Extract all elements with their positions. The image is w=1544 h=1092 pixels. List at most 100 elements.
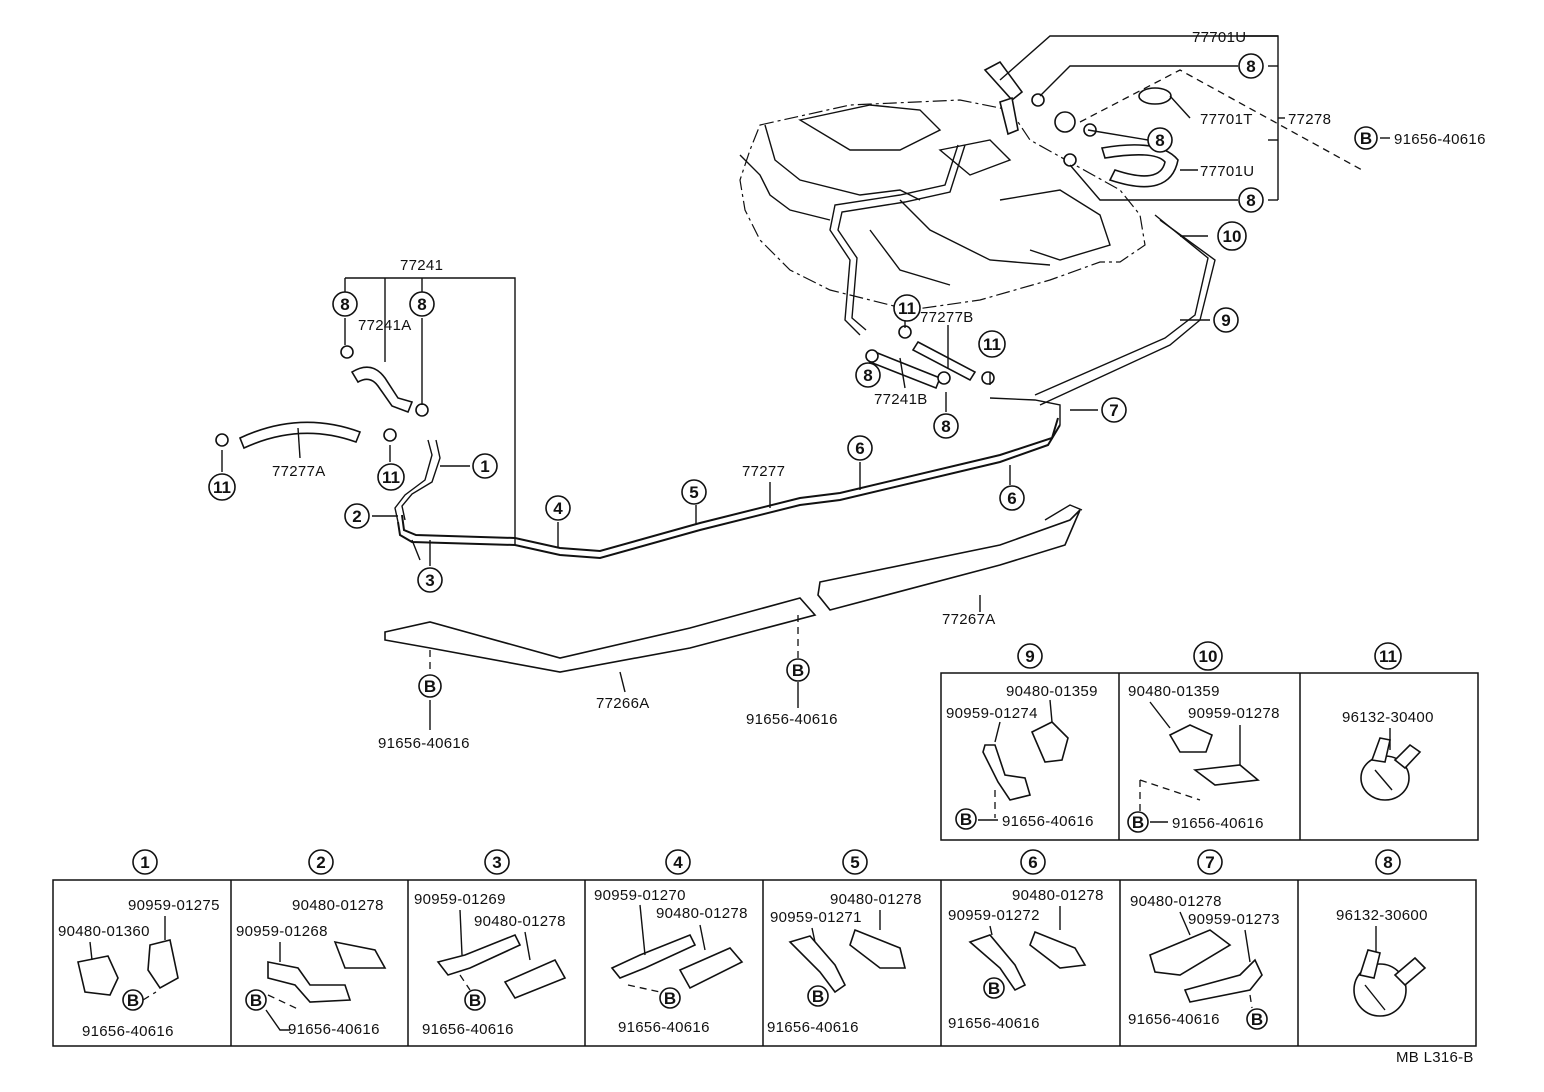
svg-text:B: B — [1360, 129, 1372, 148]
hoses — [238, 60, 1179, 450]
panel-9: 9 90480-01359 90959-01274 91656-40616 B — [946, 643, 1098, 830]
svg-text:90480-01360: 90480-01360 — [58, 923, 150, 940]
svg-text:91656-40616: 91656-40616 — [767, 1019, 859, 1036]
svg-text:B: B — [1132, 813, 1144, 832]
callout-1: 1 — [472, 453, 498, 479]
label-77701U-mid: 77701U — [1200, 163, 1254, 180]
svg-text:B: B — [424, 677, 436, 696]
label-77241A: 77241A — [358, 317, 412, 334]
label-77241: 77241 — [400, 257, 443, 274]
svg-text:91656-40616: 91656-40616 — [948, 1015, 1040, 1032]
svg-text:90959-01268: 90959-01268 — [236, 923, 328, 940]
callout-4: 4 — [545, 495, 571, 521]
svg-text:8: 8 — [941, 417, 950, 436]
diagram-id: MB L316-B — [1396, 1049, 1474, 1066]
fuel-tube-77277 — [394, 144, 1216, 561]
callout-10: 10 — [1217, 221, 1247, 251]
callout-8-f: 8 — [332, 291, 358, 317]
callout-b-tr: B — [1354, 126, 1378, 150]
svg-text:90480-01359: 90480-01359 — [1006, 683, 1098, 700]
panel-8: 8 96132-30600 — [1336, 849, 1427, 1017]
svg-text:11: 11 — [213, 478, 231, 497]
label-77278: 77278 — [1288, 111, 1331, 128]
svg-text:90959-01274: 90959-01274 — [946, 705, 1038, 722]
svg-text:6: 6 — [1028, 853, 1037, 872]
svg-text:8: 8 — [1246, 57, 1255, 76]
svg-text:11: 11 — [1379, 647, 1397, 666]
svg-text:91656-40616: 91656-40616 — [1002, 813, 1094, 830]
fuel-tank — [739, 99, 1146, 311]
callout-8-a: 8 — [1238, 53, 1264, 79]
callout-5: 5 — [681, 479, 707, 505]
detail-panels-upper: 9 90480-01359 90959-01274 91656-40616 B … — [940, 641, 1479, 841]
svg-text:90480-01278: 90480-01278 — [1130, 893, 1222, 910]
svg-text:8: 8 — [1383, 853, 1392, 872]
svg-text:90480-01278: 90480-01278 — [1012, 887, 1104, 904]
svg-text:4: 4 — [553, 499, 563, 518]
svg-text:90959-01270: 90959-01270 — [594, 887, 686, 904]
svg-text:91656-40616: 91656-40616 — [1172, 815, 1264, 832]
callout-11-c: 11 — [208, 473, 236, 501]
svg-text:B: B — [664, 989, 676, 1008]
callout-6-b: 6 — [999, 485, 1025, 511]
svg-text:90959-01273: 90959-01273 — [1188, 911, 1280, 928]
svg-text:90959-01271: 90959-01271 — [770, 909, 862, 926]
callout-8-c: 8 — [1238, 187, 1264, 213]
svg-text:8: 8 — [340, 295, 349, 314]
svg-text:8: 8 — [1155, 131, 1164, 150]
label-77701U-top: 77701U — [1192, 29, 1246, 46]
label-77277A: 77277A — [272, 463, 326, 480]
fuel-line-protector — [384, 504, 1083, 673]
svg-text:B: B — [469, 991, 481, 1010]
svg-text:7: 7 — [1109, 401, 1118, 420]
callout-8-d: 8 — [855, 362, 881, 388]
panel-6: 6 90480-01278 90959-01272 91656-40616 B — [948, 849, 1104, 1032]
svg-text:9: 9 — [1025, 647, 1034, 666]
detail-panels-lower: 1 90959-01275 90480-01360 91656-40616 B … — [52, 849, 1477, 1047]
svg-text:5: 5 — [850, 853, 859, 872]
svg-text:91656-40616: 91656-40616 — [1128, 1011, 1220, 1028]
svg-text:91656-40616: 91656-40616 — [618, 1019, 710, 1036]
svg-text:7: 7 — [1205, 853, 1214, 872]
svg-text:6: 6 — [855, 439, 864, 458]
svg-text:91656-40616: 91656-40616 — [288, 1021, 380, 1038]
svg-text:90480-01278: 90480-01278 — [474, 913, 566, 930]
leader-lines — [221, 35, 1390, 730]
svg-text:90480-01278: 90480-01278 — [656, 905, 748, 922]
callout-6-a: 6 — [847, 435, 873, 461]
svg-text:B: B — [988, 979, 1000, 998]
callout-8-b: 8 — [1147, 127, 1173, 153]
callout-b-l: B — [418, 674, 442, 698]
label-77266A: 77266A — [596, 695, 650, 712]
svg-text:6: 6 — [1007, 489, 1016, 508]
callout-2: 2 — [344, 503, 370, 529]
callout-b-m: B — [786, 658, 810, 682]
label-77701T: 77701T — [1200, 111, 1253, 128]
svg-text:B: B — [1251, 1010, 1263, 1029]
svg-text:90959-01278: 90959-01278 — [1188, 705, 1280, 722]
svg-text:2: 2 — [352, 507, 361, 526]
label-77267A: 77267A — [942, 611, 996, 628]
svg-text:90480-01278: 90480-01278 — [830, 891, 922, 908]
svg-text:8: 8 — [417, 295, 426, 314]
panel-7: 7 90480-01278 90959-01273 91656-40616 B — [1128, 849, 1280, 1030]
callout-8-e: 8 — [933, 413, 959, 439]
panel-1: 1 90959-01275 90480-01360 91656-40616 B — [58, 849, 219, 1040]
svg-text:8: 8 — [1246, 191, 1255, 210]
panel-4: 4 90959-01270 90480-01278 91656-40616 B — [594, 849, 748, 1036]
callout-9: 9 — [1213, 307, 1239, 333]
label-77241B: 77241B — [874, 391, 928, 408]
svg-text:90959-01269: 90959-01269 — [414, 891, 506, 908]
label-91656-tr: 91656-40616 — [1394, 131, 1486, 148]
svg-text:90480-01278: 90480-01278 — [292, 897, 384, 914]
svg-text:91656-40616: 91656-40616 — [82, 1023, 174, 1040]
svg-text:8: 8 — [863, 366, 872, 385]
callout-11-a: 11 — [893, 294, 921, 322]
callout-8-g: 8 — [409, 291, 435, 317]
svg-text:B: B — [960, 810, 972, 829]
svg-text:90959-01272: 90959-01272 — [948, 907, 1040, 924]
svg-text:10: 10 — [1199, 647, 1218, 666]
svg-text:B: B — [250, 991, 262, 1010]
part-labels: 77701U 77701T 77278 77701U 91656-40616 7… — [272, 29, 1486, 752]
